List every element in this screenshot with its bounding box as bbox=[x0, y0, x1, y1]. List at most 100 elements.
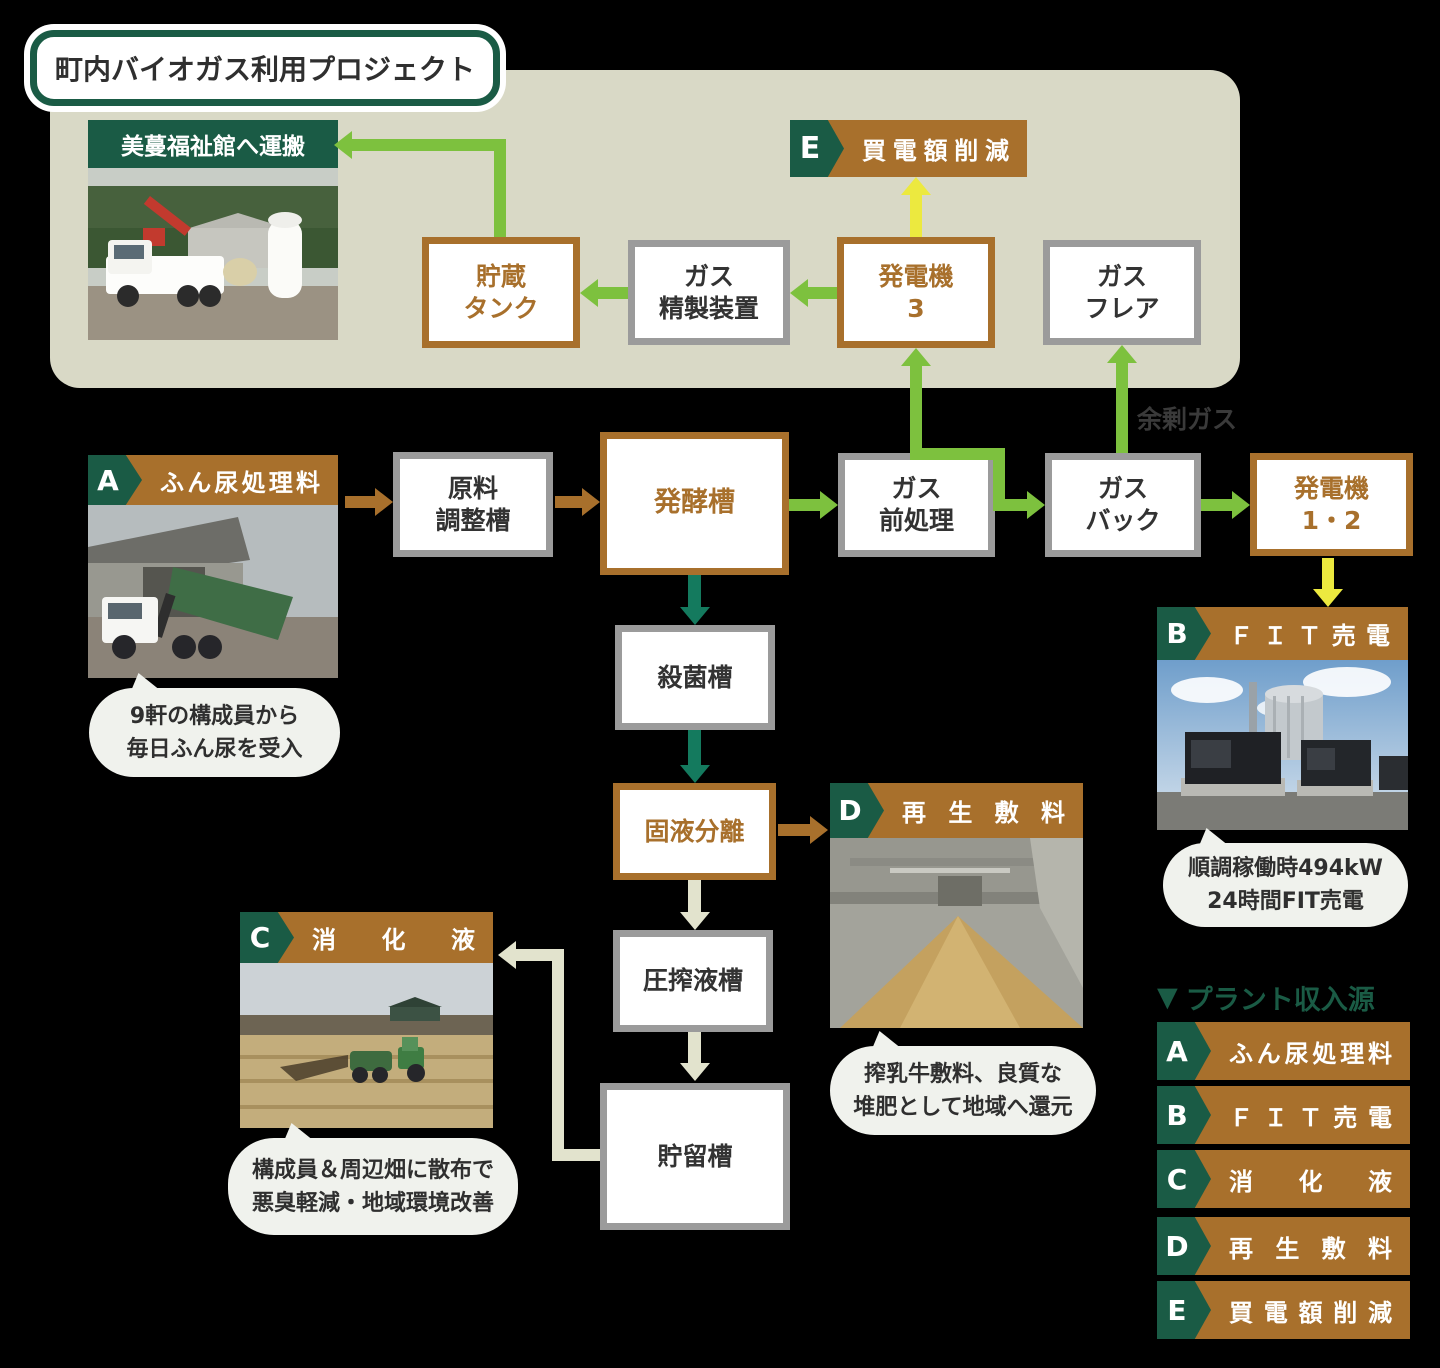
arrowhead-purifier bbox=[790, 279, 808, 307]
storage-tank-line2: タンク bbox=[463, 293, 539, 323]
press-liquid-tank-box: 圧搾液槽 bbox=[613, 930, 773, 1032]
banner-a-manure-fee: A ふん尿処理料 bbox=[88, 455, 338, 505]
generator12-line1: 発電機 bbox=[1293, 473, 1369, 503]
arrowhead-e-banner bbox=[901, 177, 931, 195]
legend-item-d-label: 再生敷料 bbox=[1229, 1234, 1392, 1263]
generator3-box: 発電機 3 bbox=[837, 237, 995, 348]
gas-flare-line2: フレア bbox=[1084, 293, 1160, 323]
gas-bag-line2: バック bbox=[1085, 506, 1161, 535]
legend-marker-icon: ▼ bbox=[1157, 982, 1178, 1013]
bubble-bedding-line1: 搾乳牛敷料、良質な bbox=[863, 1061, 1062, 1087]
generator12-box: 発電機 1・2 bbox=[1250, 453, 1413, 556]
legend-title-text: プラント収入源 bbox=[1185, 985, 1375, 1016]
raw-material-line1: 原料 bbox=[447, 473, 498, 503]
bubble-bedding-tail bbox=[872, 1031, 902, 1049]
banner-d-letter: D bbox=[830, 783, 884, 838]
bubble-digestate-note: 構成員＆周辺畑に散布で 悪臭軽減・地域環境改善 bbox=[228, 1123, 518, 1235]
banner-c-letter: C bbox=[240, 912, 294, 963]
arrow-separator-to-press bbox=[688, 880, 701, 912]
arrow-manure-to-raw bbox=[345, 496, 375, 508]
banner-a-label-wrap: ふん尿処理料 bbox=[142, 455, 338, 505]
bubble-bedding-note: 搾乳牛敷料、良質な 堆肥として地域へ還元 bbox=[830, 1031, 1096, 1135]
arrow-fermenter-to-pretreat bbox=[789, 499, 820, 511]
banner-d-label-wrap: 再生敷料 bbox=[884, 783, 1083, 838]
transport-photo-header: 美蔓福祉館へ運搬 bbox=[88, 120, 338, 168]
bubble-fit-line2: 24時間FIT売電 bbox=[1207, 889, 1364, 914]
gas-pretreatment-box: ガス 前処理 bbox=[838, 453, 995, 557]
bubble-bedding-line2: 堆肥として地域へ還元 bbox=[853, 1094, 1073, 1120]
gas-pretreatment-line2: 前処理 bbox=[878, 506, 954, 535]
arrow-fermenter-to-sterilizer bbox=[688, 575, 701, 607]
arrow-pretreat-branch-h bbox=[910, 448, 1005, 460]
arrowhead-gen3 bbox=[901, 348, 931, 366]
gas-pretreatment-line1: ガス bbox=[891, 474, 942, 503]
separator-label: 固液分離 bbox=[644, 816, 745, 846]
legend-item-d: D 再生敷料 bbox=[1157, 1217, 1410, 1275]
fermenter-box: 発酵槽 bbox=[600, 432, 789, 575]
manure-truck-illustration bbox=[88, 505, 338, 678]
arrowhead-sterilizer bbox=[680, 607, 710, 625]
bubble-manure-line2: 毎日ふん尿を受入 bbox=[126, 736, 303, 762]
generator3-line1: 発電機 bbox=[878, 261, 954, 291]
press-liquid-label: 圧搾液槽 bbox=[642, 966, 743, 995]
banner-e-label: 買電額削減 bbox=[862, 137, 1009, 165]
arrowhead-retention bbox=[680, 1063, 710, 1081]
arrow-gen3-to-purifier bbox=[808, 287, 837, 299]
arrowhead-pretreat bbox=[820, 491, 838, 519]
solid-liquid-separator-box: 固液分離 bbox=[613, 783, 776, 880]
arrowhead-flare bbox=[1107, 345, 1137, 363]
gas-bag-line1: ガス bbox=[1097, 474, 1148, 503]
storage-tank-line1: 貯蔵 bbox=[475, 261, 526, 291]
arrow-gen12-to-b bbox=[1322, 558, 1334, 589]
banner-c-label: 消化液 bbox=[312, 926, 475, 954]
gas-purifier-line1: ガス bbox=[683, 261, 734, 291]
surplus-gas-label: 余剰ガス bbox=[1137, 405, 1238, 434]
legend-item-e-letter: E bbox=[1157, 1281, 1211, 1339]
bubble-digestate-line1: 構成員＆周辺畑に散布で bbox=[251, 1157, 494, 1183]
arrow-gasbag-to-flare bbox=[1116, 363, 1128, 453]
arrow-press-to-retention bbox=[688, 1032, 701, 1063]
arrowhead-gen12 bbox=[1232, 491, 1250, 519]
arrowhead-b-banner bbox=[1313, 589, 1343, 607]
banner-b-fit: B ＦＩＴ売電 bbox=[1157, 607, 1408, 660]
arrowhead-d-banner bbox=[810, 816, 828, 844]
diagram-title: 町内バイオガス利用プロジェクト bbox=[30, 30, 500, 106]
arrow-retention-to-c-v bbox=[552, 949, 564, 1161]
banner-c-label-wrap: 消化液 bbox=[294, 912, 493, 963]
arrow-gasbag-to-gen12 bbox=[1201, 499, 1232, 511]
arrow-pretreat-to-gen3 bbox=[910, 366, 922, 455]
legend-item-a-letter: A bbox=[1157, 1022, 1211, 1080]
bubble-fit-line1: 順調稼働時494kW bbox=[1188, 856, 1383, 881]
legend-item-b: B ＦＩＴ売電 bbox=[1157, 1086, 1410, 1144]
arrowhead-c-banner bbox=[498, 941, 516, 969]
arrow-raw-to-fermenter bbox=[555, 496, 582, 508]
banner-d-label: 再生敷料 bbox=[902, 799, 1065, 827]
banner-b-letter: B bbox=[1157, 607, 1211, 660]
arrow-gen3-to-e bbox=[910, 195, 922, 237]
gas-bag-box: ガス バック bbox=[1045, 453, 1201, 557]
arrow-purifier-to-tank bbox=[598, 287, 628, 299]
arrowhead-separator bbox=[680, 765, 710, 783]
bubble-digestate-line2: 悪臭軽減・地域環境改善 bbox=[251, 1190, 494, 1216]
gas-purifier-line2: 精製装置 bbox=[658, 293, 759, 323]
banner-c-digestate: C 消化液 bbox=[240, 912, 493, 963]
banner-e-letter: E bbox=[790, 120, 844, 177]
banner-b-label: ＦＩＴ売電 bbox=[1229, 622, 1390, 650]
legend-item-b-letter: B bbox=[1157, 1086, 1211, 1144]
banner-a-label: ふん尿処理料 bbox=[160, 468, 320, 497]
legend-item-e-label: 買電額削減 bbox=[1229, 1298, 1392, 1327]
arrow-pretreat-branch-v bbox=[993, 448, 1005, 511]
transport-photo-header-text: 美蔓福祉館へ運搬 bbox=[121, 134, 305, 160]
legend-item-d-letter: D bbox=[1157, 1217, 1211, 1275]
storage-tank-box: 貯蔵 タンク bbox=[422, 237, 580, 348]
legend-item-c-label: 消化液 bbox=[1229, 1167, 1392, 1196]
generator3-line2: 3 bbox=[907, 293, 925, 323]
bubble-manure-note: 9軒の構成員から 毎日ふん尿を受入 bbox=[89, 673, 340, 777]
banner-e-label-wrap: 買電額削減 bbox=[844, 120, 1027, 177]
arrowhead-raw bbox=[375, 488, 393, 516]
legend-title: ▼ プラント収入源 bbox=[1157, 978, 1375, 1017]
generator12-line2: 1・2 bbox=[1301, 505, 1362, 535]
banner-b-label-wrap: ＦＩＴ売電 bbox=[1211, 607, 1408, 660]
legend-item-a-label: ふん尿処理料 bbox=[1229, 1039, 1392, 1068]
